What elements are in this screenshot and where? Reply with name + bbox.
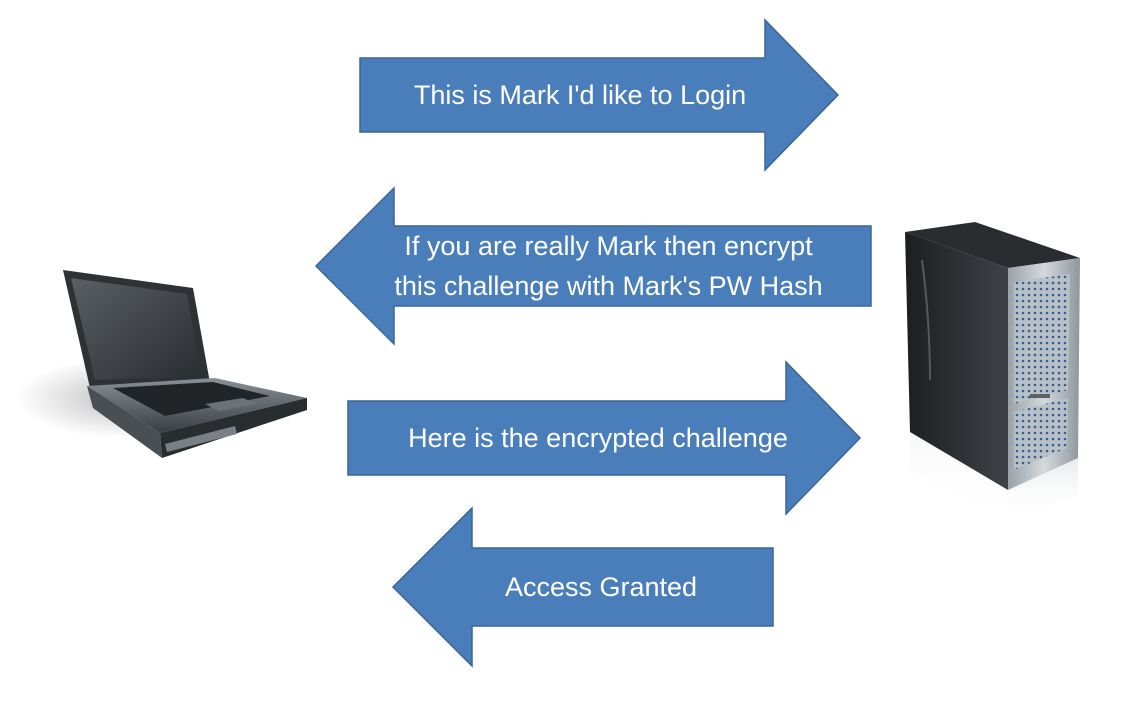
message-text-line-2: this challenge with Mark's PW Hash xyxy=(394,271,823,301)
left-arrow-icon xyxy=(391,506,774,668)
message-text-line-1: If you are really Mark then encrypt xyxy=(404,231,813,261)
message-text: This is Mark I'd like to Login xyxy=(413,80,747,110)
left-arrow-icon xyxy=(314,186,872,346)
right-arrow-icon xyxy=(347,360,862,516)
message-label-challenge: If you are really Mark then encrypt this… xyxy=(346,226,871,306)
message-arrow-login-request: This is Mark I'd like to Login xyxy=(359,18,840,172)
message-arrow-challenge: If you are really Mark then encrypt this… xyxy=(314,186,872,346)
server-tower-icon xyxy=(900,220,1085,520)
right-arrow-icon xyxy=(359,18,840,172)
message-text: Access Granted xyxy=(504,572,698,602)
message-text: Here is the encrypted challenge xyxy=(408,423,788,453)
message-arrow-access-granted: Access Granted xyxy=(391,506,775,668)
laptop-icon xyxy=(15,258,340,483)
message-label-login-request: This is Mark I'd like to Login xyxy=(360,58,800,132)
message-arrow-encrypted-response: Here is the encrypted challenge xyxy=(347,360,862,516)
message-label-encrypted-response: Here is the encrypted challenge xyxy=(348,401,848,475)
message-label-access-granted: Access Granted xyxy=(429,548,773,626)
